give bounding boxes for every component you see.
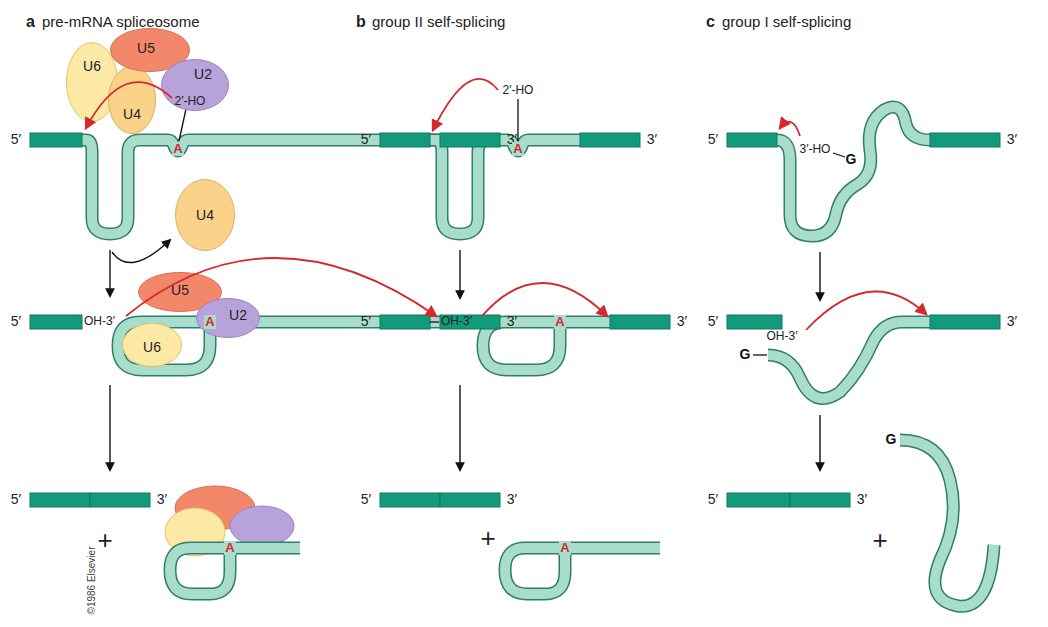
end-label: 3′ — [1007, 132, 1017, 147]
end-label: 5′ — [11, 314, 21, 329]
hydroxyl-label: OH-3′ — [767, 330, 798, 343]
end-label: 3′ — [507, 492, 517, 507]
branch-residue: A — [512, 142, 523, 156]
branch-residue: A — [224, 541, 235, 555]
snrnp-outline — [108, 66, 156, 134]
snrnp-particle: U4 — [175, 179, 235, 251]
snrnp-name: U2 — [229, 308, 247, 322]
panel-letter: b — [356, 13, 366, 31]
end-label: 3′ — [1007, 314, 1017, 329]
panel-title: group II self-splicing — [372, 14, 505, 31]
snrnp-name: U6 — [83, 59, 101, 73]
snrnp-name: U6 — [143, 340, 161, 354]
panel-letter: c — [706, 13, 715, 31]
end-label: 5′ — [11, 132, 21, 147]
snrnp-name: U5 — [171, 283, 189, 297]
end-label: 3′ — [157, 492, 167, 507]
end-label: 3′ — [647, 132, 657, 147]
end-label: 5′ — [708, 314, 718, 329]
snrnp-name: U4 — [123, 107, 141, 121]
copyright-note: ©1986 Elsevier — [87, 546, 98, 614]
end-label: 5′ — [11, 492, 21, 507]
hydroxyl-label: OH-3′ — [441, 315, 472, 328]
guanosine-label: G — [845, 152, 858, 167]
end-label: 3′ — [677, 314, 687, 329]
branch-residue: A — [559, 541, 570, 555]
branch-residue: A — [554, 315, 565, 329]
plus-sign: + — [97, 526, 112, 555]
exon-bars — [30, 133, 1000, 507]
snrnp-particle: U6 — [122, 323, 182, 367]
snrnp-name: U5 — [137, 41, 155, 55]
hydroxyl-label: 2′-HO — [175, 95, 206, 108]
plus-sign: + — [872, 526, 887, 555]
step-arrows — [110, 240, 820, 470]
end-label: 5′ — [708, 132, 718, 147]
panel-title: pre-mRNA spliceosome — [42, 14, 200, 31]
hydroxyl-label: OH-3′ — [84, 315, 115, 328]
end-label: 3′ — [507, 314, 517, 329]
end-label: 5′ — [361, 492, 371, 507]
branch-residue: A — [172, 142, 183, 156]
plus-sign: + — [480, 524, 495, 553]
guanosine-label: G — [739, 347, 752, 362]
guanosine-label: G — [885, 432, 898, 447]
snrnp-name: U4 — [196, 208, 214, 222]
hydroxyl-label: 3′-HO — [800, 143, 831, 156]
snrnp-particle: U4 — [108, 66, 156, 134]
hydroxyl-label: 2′-HO — [503, 84, 534, 97]
panel-letter: a — [26, 13, 35, 31]
snrnp-name: U2 — [194, 67, 212, 81]
end-label: 3′ — [857, 492, 867, 507]
end-label: 5′ — [361, 132, 371, 147]
panel-title: group I self-splicing — [722, 14, 851, 31]
end-label: 5′ — [361, 314, 371, 329]
end-label: 5′ — [708, 492, 718, 507]
branch-residue: A — [204, 315, 215, 329]
bond-lines — [179, 99, 845, 355]
